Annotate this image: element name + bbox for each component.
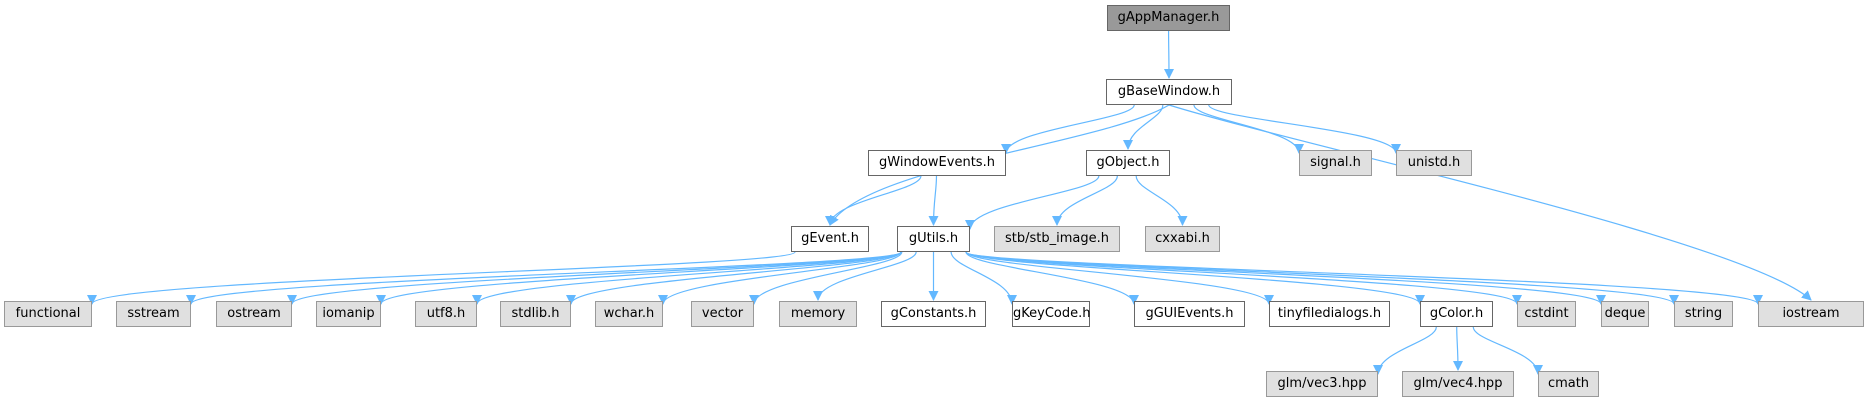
node-stb-image-h: stb/stb_image.h	[994, 226, 1120, 252]
edge-gUtils-to-iostream	[965, 251, 1763, 305]
edge-gColor-to-glm_vec4	[1452, 326, 1463, 371]
node-wchar-h: wchar.h	[595, 301, 663, 327]
edge-gUtils-to-gKeyCode	[950, 251, 1017, 305]
edge-gBaseWindow-to-gWindowEvents	[1001, 104, 1135, 154]
node-gColor-h[interactable]: gColor.h	[1420, 301, 1493, 327]
node-gEvent-h[interactable]: gEvent.h	[791, 226, 869, 252]
node-utf8-h: utf8.h	[415, 301, 477, 327]
edge-gUtils-to-memory	[813, 251, 917, 301]
edge-gUtils-to-iomanip	[376, 251, 902, 305]
node-gAppManager-h[interactable]: gAppManager.h	[1107, 5, 1230, 31]
edge-gUtils-to-vector	[749, 251, 903, 305]
node-gGUIEvents-h[interactable]: gGUIEvents.h	[1134, 301, 1245, 327]
node-tinyfiledialogs-h[interactable]: tinyfiledialogs.h	[1269, 301, 1390, 327]
edge-gUtils-to-gColor	[965, 251, 1425, 305]
node-ostream: ostream	[216, 301, 292, 327]
edge-gUtils-to-sstream	[186, 251, 902, 305]
node-cmath: cmath	[1538, 371, 1599, 397]
node-stdlib-h: stdlib.h	[500, 301, 571, 327]
edge-gUtils-to-ostream	[287, 251, 902, 305]
edge-gObject-to-gUtils	[965, 175, 1100, 230]
node-glm-vec3-hpp: glm/vec3.hpp	[1266, 371, 1378, 397]
node-iostream: iostream	[1758, 301, 1864, 327]
edge-gUtils-to-tinyfiledialogs	[965, 251, 1274, 305]
edge-gUtils-to-utf8	[472, 251, 902, 305]
node-sstream: sstream	[116, 301, 191, 327]
node-cstdint: cstdint	[1517, 301, 1576, 327]
edge-gObject-to-stb_image	[1052, 175, 1118, 226]
node-gObject-h[interactable]: gObject.h	[1086, 150, 1170, 176]
node-string: string	[1674, 301, 1733, 327]
edge-gObject-to-cxxabi	[1135, 175, 1188, 226]
node-functional: functional	[4, 301, 92, 327]
edge-gUtils-to-deque	[965, 251, 1606, 305]
edge-gEvent-to-functional	[87, 251, 796, 305]
node-vector: vector	[691, 301, 754, 327]
edge-gUtils-to-string	[965, 251, 1679, 305]
edge-gColor-to-glm_vec3	[1373, 326, 1437, 375]
node-gBaseWindow-h[interactable]: gBaseWindow.h	[1106, 79, 1232, 105]
node-gWindowEvents-h[interactable]: gWindowEvents.h	[868, 150, 1006, 176]
node-gUtils-h[interactable]: gUtils.h	[897, 226, 970, 252]
edge-gWindowEvents-to-gEvent	[825, 175, 922, 226]
edge-gUtils-to-stdlib	[566, 251, 902, 305]
node-cxxabi-h: cxxabi.h	[1145, 226, 1220, 252]
edge-gBaseWindow-to-iostream	[1168, 104, 1812, 301]
node-gConstants-h[interactable]: gConstants.h	[881, 301, 986, 327]
edge-gUtils-to-wchar	[658, 251, 902, 305]
node-iomanip: iomanip	[316, 301, 381, 327]
edge-gWindowEvents-to-gUtils	[928, 175, 939, 226]
node-deque: deque	[1601, 301, 1649, 327]
edge-gBaseWindow-to-signal	[1193, 104, 1304, 154]
node-signal-h: signal.h	[1299, 150, 1372, 176]
edge-gBaseWindow-to-unistd	[1208, 104, 1401, 154]
node-memory: memory	[779, 301, 857, 327]
node-gKeyCode-h[interactable]: gKeyCode.h	[1012, 301, 1090, 327]
edge-gBaseWindow-to-gObject	[1123, 104, 1164, 150]
edge-gUtils-to-gGUIEvents	[965, 251, 1139, 305]
edge-gColor-to-cmath	[1472, 326, 1543, 375]
node-glm-vec4-hpp: glm/vec4.hpp	[1402, 371, 1514, 397]
node-unistd-h: unistd.h	[1396, 150, 1472, 176]
